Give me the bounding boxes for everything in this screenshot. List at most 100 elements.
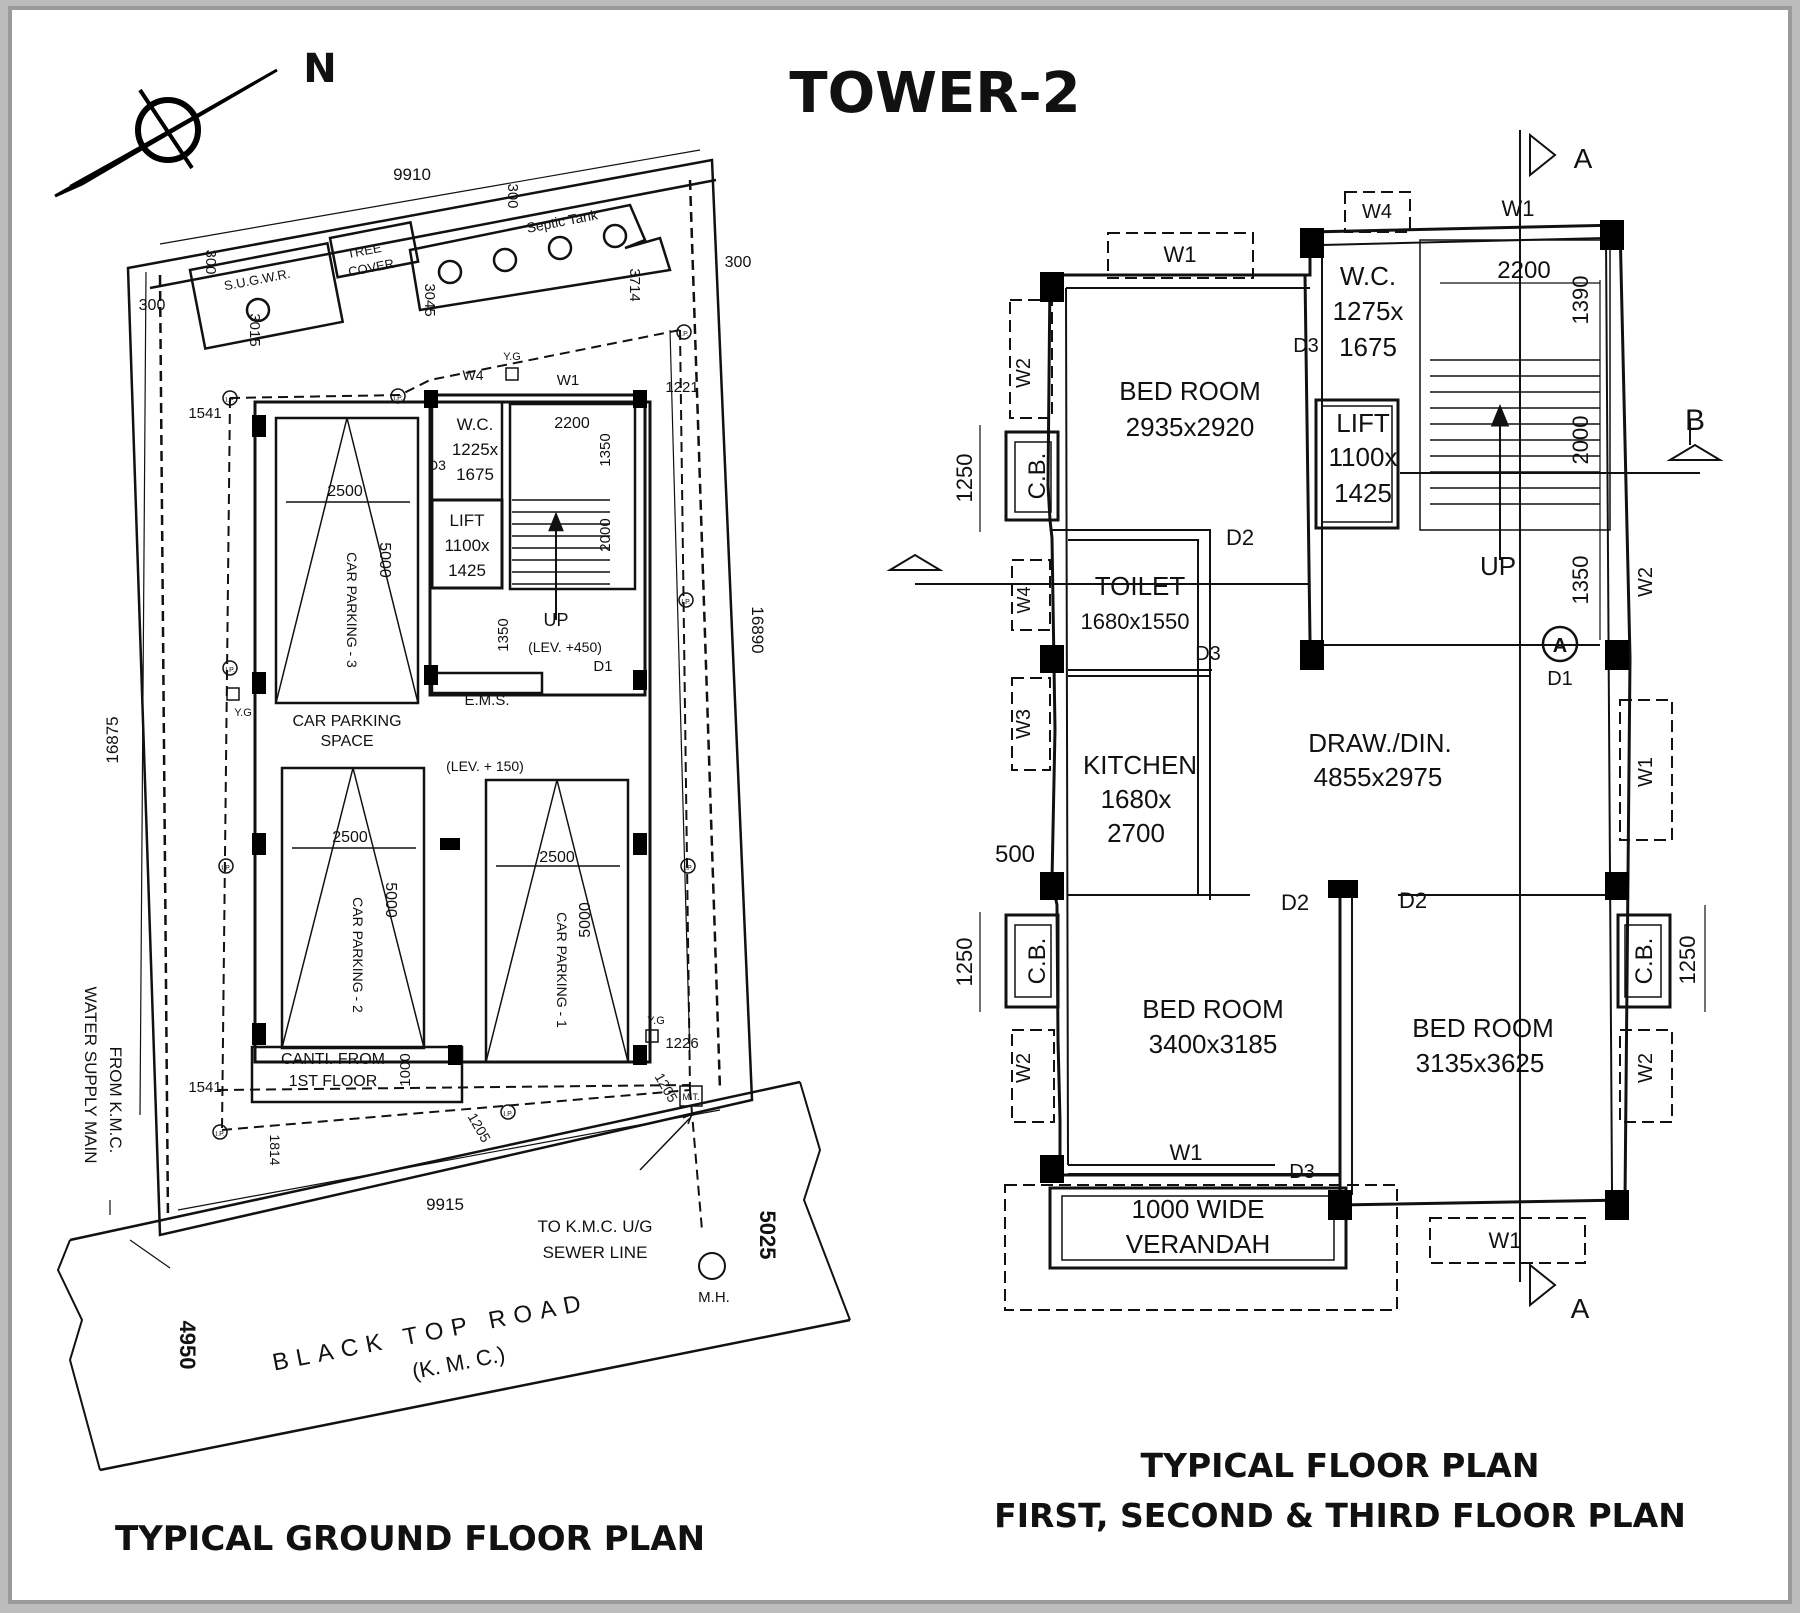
svg-text:5000: 5000 (382, 882, 399, 918)
svg-text:1250: 1250 (952, 454, 977, 503)
svg-text:1390: 1390 (1568, 276, 1593, 325)
svg-text:9915: 9915 (426, 1195, 464, 1214)
svg-text:I.P.: I.P. (393, 395, 403, 402)
svg-text:TOILET: TOILET (1095, 571, 1186, 601)
svg-text:3015: 3015 (246, 313, 263, 346)
svg-text:1ST FLOOR: 1ST FLOOR (289, 1073, 378, 1090)
svg-text:W2: W2 (1635, 1053, 1657, 1083)
svg-text:(LEV. +450): (LEV. +450) (528, 639, 602, 655)
svg-text:1250: 1250 (1675, 936, 1700, 985)
svg-text:1221: 1221 (665, 379, 698, 396)
svg-text:BED ROOM: BED ROOM (1142, 994, 1284, 1024)
svg-text:W1: W1 (557, 372, 580, 389)
svg-text:Y.G: Y.G (234, 707, 252, 719)
page-title: TOWER-2 (789, 61, 1080, 126)
svg-text:300: 300 (139, 297, 166, 314)
road (69, 1080, 801, 1242)
svg-text:D3: D3 (1293, 335, 1319, 357)
svg-text:3135x3625: 3135x3625 (1416, 1048, 1545, 1078)
svg-text:B: B (1685, 404, 1705, 437)
svg-text:LIFT: LIFT (450, 511, 485, 530)
svg-text:I.P.: I.P. (225, 667, 235, 674)
svg-text:E.M.S.: E.M.S. (464, 692, 509, 709)
svg-text:2500: 2500 (327, 483, 363, 500)
svg-text:D1: D1 (1547, 668, 1573, 690)
svg-text:1225x: 1225x (452, 440, 499, 459)
svg-text:A: A (1571, 1293, 1590, 1324)
svg-text:1275x: 1275x (1333, 296, 1404, 326)
svg-text:W2: W2 (1635, 567, 1657, 597)
svg-text:2700: 2700 (1107, 818, 1165, 848)
svg-text:Y.G: Y.G (647, 1015, 665, 1027)
svg-text:LIFT: LIFT (1336, 408, 1390, 438)
svg-text:CANTI. FROM: CANTI. FROM (281, 1051, 385, 1068)
svg-text:W2: W2 (1013, 358, 1035, 388)
svg-text:CAR PARKING - 3: CAR PARKING - 3 (344, 552, 360, 668)
svg-text:W1: W1 (1489, 1228, 1522, 1253)
svg-text:1675: 1675 (456, 465, 494, 484)
svg-text:5000: 5000 (376, 542, 393, 578)
svg-text:I.P.: I.P. (221, 865, 231, 872)
svg-text:SPACE: SPACE (320, 733, 373, 750)
svg-text:D1: D1 (593, 658, 612, 675)
svg-text:2500: 2500 (332, 829, 368, 846)
svg-text:2200: 2200 (1497, 257, 1550, 284)
svg-text:D3: D3 (428, 457, 446, 473)
svg-text:UP: UP (543, 610, 568, 630)
svg-text:1675: 1675 (1339, 332, 1397, 362)
svg-text:CAR PARKING - 1: CAR PARKING - 1 (554, 912, 570, 1028)
svg-text:1100x: 1100x (444, 536, 490, 555)
svg-text:16890: 16890 (748, 606, 767, 653)
svg-text:W2: W2 (1013, 1053, 1035, 1083)
svg-text:1425: 1425 (448, 561, 486, 580)
svg-text:300: 300 (725, 254, 752, 271)
svg-text:5000: 5000 (577, 902, 594, 938)
svg-text:C.B.: C.B. (1631, 938, 1658, 985)
svg-text:2000: 2000 (597, 518, 614, 551)
svg-text:1100x: 1100x (1329, 442, 1398, 472)
typical-floor-text: BED ROOM 2935x2920 TOILET 1680x1550 KITC… (952, 143, 1705, 1324)
typical-floor-caption-line-2: FIRST, SECOND & THIRD FLOOR PLAN (994, 1496, 1686, 1535)
svg-text:W3: W3 (1013, 709, 1035, 739)
svg-text:1541: 1541 (188, 1079, 221, 1096)
svg-text:W4: W4 (463, 367, 484, 383)
svg-text:300: 300 (504, 183, 521, 208)
svg-text:BED ROOM: BED ROOM (1412, 1013, 1554, 1043)
typical-floor-plan (886, 130, 1724, 1311)
svg-text:2000: 2000 (1568, 416, 1593, 465)
typical-floor-caption-line-1: TYPICAL FLOOR PLAN (1141, 1446, 1540, 1485)
svg-text:1350: 1350 (597, 433, 614, 466)
svg-text:KITCHEN: KITCHEN (1083, 750, 1197, 780)
svg-text:UP: UP (1480, 551, 1516, 581)
svg-text:300: 300 (202, 249, 219, 274)
svg-text:M.T.: M.T. (683, 1092, 700, 1102)
svg-text:C.B.: C.B. (1024, 453, 1051, 500)
svg-text:1000: 1000 (397, 1053, 414, 1086)
svg-text:W1: W1 (1635, 757, 1657, 787)
svg-text:VERANDAH: VERANDAH (1126, 1229, 1270, 1259)
svg-text:5025: 5025 (755, 1211, 780, 1260)
svg-text:M.H.: M.H. (698, 1289, 730, 1306)
drawing-area (12, 10, 1788, 1600)
svg-text:A: A (1553, 635, 1567, 657)
svg-text:TO K.M.C. U/G: TO K.M.C. U/G (538, 1217, 653, 1236)
svg-text:1350: 1350 (1568, 556, 1593, 605)
north-arrow (54, 68, 278, 198)
svg-text:3045: 3045 (421, 283, 438, 316)
svg-text:TREE: TREE (346, 240, 383, 261)
svg-text:W1: W1 (1164, 242, 1197, 267)
svg-text:C.B.: C.B. (1024, 938, 1051, 985)
svg-text:4855x2975: 4855x2975 (1314, 762, 1443, 792)
svg-text:2500: 2500 (539, 849, 575, 866)
svg-text:2935x2920: 2935x2920 (1126, 412, 1255, 442)
svg-text:D3: D3 (1195, 643, 1221, 665)
svg-text:I.P.: I.P. (683, 865, 693, 872)
svg-text:D3: D3 (1289, 1161, 1315, 1183)
svg-text:(LEV. + 150): (LEV. + 150) (446, 758, 524, 774)
svg-text:16875: 16875 (103, 716, 122, 763)
svg-text:DRAW./DIN.: DRAW./DIN. (1308, 728, 1451, 758)
svg-text:3400x3185: 3400x3185 (1149, 1029, 1278, 1059)
svg-text:9910: 9910 (393, 165, 431, 184)
svg-text:4950: 4950 (175, 1321, 200, 1370)
